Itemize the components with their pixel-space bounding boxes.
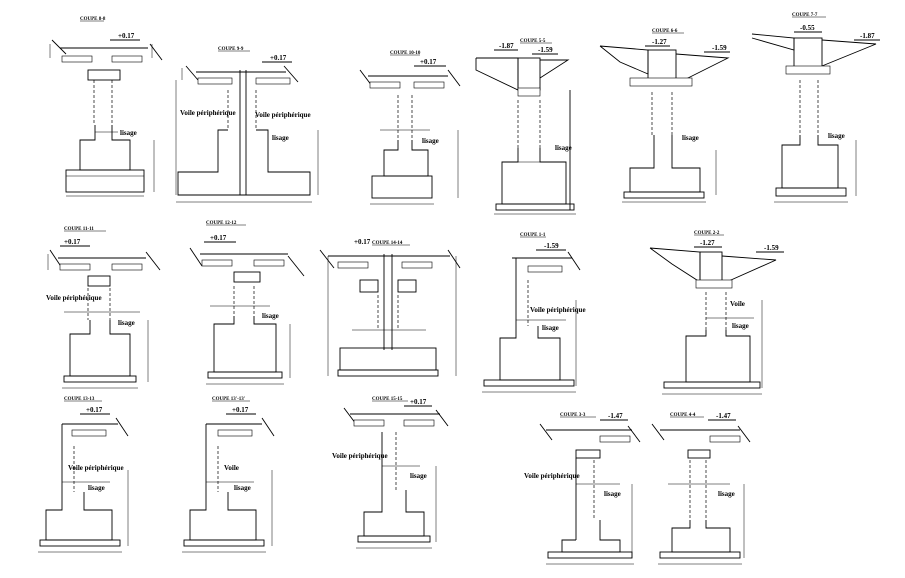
- section-1-1: COUPE 1-1 -1.59 Voile périphérique lisag…: [482, 233, 586, 393]
- section-title: COUPE 5-5: [520, 39, 546, 44]
- section-14-14: +0.17 COUPE 14-14: [319, 238, 461, 377]
- section-7-7: COUPE 7-7 -0.55 -1.87 lisage: [751, 13, 880, 203]
- note: Voile périphérique: [180, 109, 236, 117]
- level-label: -1.47: [608, 412, 623, 420]
- note: Voile périphérique: [68, 464, 124, 472]
- level-label: -1.87: [860, 32, 875, 40]
- note: Voile: [224, 464, 239, 472]
- note: Voile périphérique: [524, 472, 580, 480]
- level-label: -1.87: [499, 42, 514, 50]
- section-4-4: COUPE 4-4 -1.47 lisage: [651, 412, 751, 565]
- section-title: COUPE 3-3: [560, 413, 586, 418]
- level-label: +0.17: [420, 58, 437, 66]
- section-9-9: COUPE 9-9 +0.17 Voile périphérique Voile…: [175, 47, 319, 203]
- note: lisage: [732, 322, 749, 330]
- section-12-12: COUPE 12-12 +0.17 lisage: [189, 221, 305, 385]
- section-title: COUPE 11-11: [64, 227, 94, 232]
- section-5-5: COUPE 5-5 -1.87 -1.59 lisage: [475, 39, 576, 215]
- level-label: +0.17: [410, 398, 427, 406]
- level-label: -1.59: [712, 44, 727, 52]
- section-3-3: COUPE 3-3 -1.47 Voile périphérique lisag…: [524, 412, 641, 565]
- level-label: +0.17: [64, 238, 81, 246]
- section-13-13: COUPE 13-13 +0.17 Voile périphérique lis…: [38, 397, 129, 553]
- section-title: COUPE 2-2: [694, 231, 720, 236]
- section-title: COUPE 15-15: [372, 397, 403, 402]
- note: lisage: [410, 472, 427, 480]
- note: lisage: [555, 144, 572, 152]
- note: lisage: [542, 324, 559, 332]
- note: Voile périphérique: [46, 294, 102, 302]
- section-8-8: COUPE 8-8 +0.17 lisage: [49, 17, 163, 197]
- note: lisage: [88, 484, 105, 492]
- section-title: COUPE 1-1: [520, 233, 546, 238]
- section-6-6: COUPE 6-6 -1.27 -1.59 lisage: [599, 29, 730, 203]
- section-10-10: COUPE 10-10 +0.17 lisage: [359, 51, 461, 205]
- section-title: COUPE 13'-13': [212, 397, 246, 402]
- section-title: COUPE 13-13: [64, 397, 95, 402]
- section-title: COUPE 4-4: [670, 413, 696, 418]
- note: Voile: [730, 300, 745, 308]
- level-label: +0.17: [210, 234, 227, 242]
- note: lisage: [120, 129, 137, 137]
- note: Voile périphérique: [332, 452, 388, 460]
- section-title: COUPE 12-12: [206, 221, 237, 226]
- note: lisage: [234, 484, 251, 492]
- level-label: -1.59: [764, 244, 779, 252]
- section-title: COUPE 7-7: [792, 13, 818, 18]
- level-label: +0.17: [232, 406, 249, 414]
- level-label: +0.17: [118, 32, 135, 40]
- level-label: +0.17: [86, 406, 103, 414]
- level-label: -1.59: [544, 242, 559, 250]
- note: lisage: [272, 134, 289, 142]
- section-title: COUPE 10-10: [390, 51, 421, 56]
- note: Voile périphérique: [255, 111, 311, 119]
- section-15-15: COUPE 15-15 +0.17 Voile périphérique lis…: [332, 397, 449, 549]
- level-label: +0.17: [270, 54, 287, 62]
- section-title: COUPE 6-6: [652, 29, 678, 34]
- section-title: COUPE 9-9: [218, 47, 244, 52]
- section-11-11: COUPE 11-11 +0.17 Voile périphérique lis…: [46, 227, 161, 389]
- section-title: COUPE 8-8: [80, 17, 106, 22]
- section-13p-13p: COUPE 13'-13' +0.17 Voile lisage: [182, 397, 275, 553]
- note: Voile périphérique: [530, 306, 586, 314]
- note: lisage: [604, 490, 621, 498]
- section-2-2: COUPE 2-2 -1.27 -1.59 Voile lisage: [649, 231, 784, 395]
- note: lisage: [262, 312, 279, 320]
- section-title: COUPE 14-14: [372, 241, 403, 246]
- level-label: -1.27: [700, 239, 715, 247]
- note: lisage: [828, 132, 845, 140]
- level-label: -1.47: [716, 412, 731, 420]
- note: lisage: [718, 490, 735, 498]
- level-label: -0.55: [800, 24, 815, 32]
- level-label: -1.59: [538, 46, 553, 54]
- level-label: +0.17: [354, 238, 371, 246]
- note: lisage: [682, 134, 699, 142]
- level-label: -1.27: [652, 38, 667, 46]
- note: lisage: [118, 319, 135, 327]
- note: lisage: [422, 137, 439, 145]
